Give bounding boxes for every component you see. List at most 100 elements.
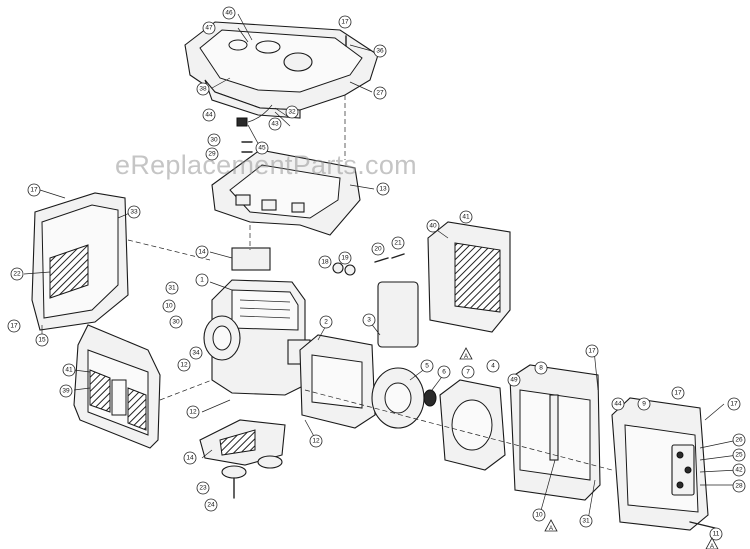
callout-41[interactable]: 41 xyxy=(62,363,76,377)
svg-text:12: 12 xyxy=(189,409,197,416)
reference-marker-a[interactable]: A xyxy=(459,347,473,360)
svg-text:27: 27 xyxy=(376,90,384,97)
callout-44[interactable]: 44 xyxy=(611,397,625,411)
callout-12[interactable]: 12 xyxy=(309,434,323,448)
control-frame xyxy=(509,364,601,501)
callout-31[interactable]: 31 xyxy=(579,514,593,528)
callout-45[interactable]: 45 xyxy=(255,141,269,155)
svg-text:40: 40 xyxy=(429,223,437,230)
callout-25[interactable]: 25 xyxy=(732,448,746,462)
callout-17[interactable]: 17 xyxy=(727,397,741,411)
callout-4[interactable]: 4 xyxy=(486,359,500,373)
callout-49[interactable]: 49 xyxy=(507,373,521,387)
callout-46[interactable]: 46 xyxy=(222,6,236,20)
callout-23[interactable]: 23 xyxy=(196,481,210,495)
svg-text:38: 38 xyxy=(199,86,207,93)
svg-text:14: 14 xyxy=(186,455,194,462)
callout-1[interactable]: 1 xyxy=(195,273,209,287)
fuel-tank-tray xyxy=(211,149,361,236)
callout-30[interactable]: 30 xyxy=(207,133,221,147)
svg-text:9: 9 xyxy=(642,401,646,408)
svg-text:A: A xyxy=(710,544,714,549)
callout-17[interactable]: 17 xyxy=(585,344,599,358)
callout-6[interactable]: 6 xyxy=(437,365,451,379)
callout-28[interactable]: 28 xyxy=(732,479,746,493)
svg-text:1: 1 xyxy=(200,277,204,284)
svg-text:49: 49 xyxy=(510,377,518,384)
callout-41[interactable]: 41 xyxy=(459,210,473,224)
svg-text:17: 17 xyxy=(30,187,38,194)
gasket-14 xyxy=(231,247,271,271)
svg-text:17: 17 xyxy=(588,348,596,355)
svg-text:17: 17 xyxy=(10,323,18,330)
svg-text:34: 34 xyxy=(192,350,200,357)
svg-text:46: 46 xyxy=(225,10,233,17)
callout-36[interactable]: 36 xyxy=(373,44,387,58)
svg-text:45: 45 xyxy=(258,145,266,152)
callout-3[interactable]: 3 xyxy=(362,313,376,327)
callout-29[interactable]: 29 xyxy=(205,147,219,161)
reference-marker-a[interactable]: A xyxy=(544,519,558,532)
svg-text:3: 3 xyxy=(367,317,371,324)
callout-12[interactable]: 12 xyxy=(177,358,191,372)
reference-marker-a[interactable]: A xyxy=(705,537,719,549)
callout-12[interactable]: 12 xyxy=(186,405,200,419)
svg-text:19: 19 xyxy=(341,255,349,262)
callout-15[interactable]: 15 xyxy=(35,333,49,347)
svg-text:14: 14 xyxy=(198,249,206,256)
callout-42[interactable]: 42 xyxy=(732,463,746,477)
svg-text:4: 4 xyxy=(491,363,495,370)
callout-31[interactable]: 31 xyxy=(165,281,179,295)
callout-11[interactable]: 11 xyxy=(709,527,723,541)
callout-32[interactable]: 32 xyxy=(285,105,299,119)
svg-text:44: 44 xyxy=(614,401,622,408)
svg-text:28: 28 xyxy=(735,483,743,490)
callout-26[interactable]: 26 xyxy=(732,433,746,447)
callout-17[interactable]: 17 xyxy=(338,15,352,29)
callout-7[interactable]: 7 xyxy=(461,365,475,379)
svg-text:41: 41 xyxy=(462,214,470,221)
callout-18[interactable]: 18 xyxy=(318,255,332,269)
callout-13[interactable]: 13 xyxy=(376,182,390,196)
callout-38[interactable]: 38 xyxy=(196,82,210,96)
callout-44[interactable]: 44 xyxy=(202,108,216,122)
callout-34[interactable]: 34 xyxy=(189,346,203,360)
callout-8[interactable]: 8 xyxy=(534,361,548,375)
callout-14[interactable]: 14 xyxy=(183,451,197,465)
callout-19[interactable]: 19 xyxy=(338,251,352,265)
callout-22[interactable]: 22 xyxy=(10,267,24,281)
callout-24[interactable]: 24 xyxy=(204,498,218,512)
svg-text:47: 47 xyxy=(205,25,213,32)
callout-17[interactable]: 17 xyxy=(7,319,21,333)
alignment-line xyxy=(304,389,613,471)
callout-17[interactable]: 17 xyxy=(27,183,41,197)
callout-10[interactable]: 10 xyxy=(162,299,176,313)
callout-20[interactable]: 20 xyxy=(371,242,385,256)
callout-27[interactable]: 27 xyxy=(373,86,387,100)
callout-43[interactable]: 43 xyxy=(268,117,282,131)
callout-14[interactable]: 14 xyxy=(195,245,209,259)
bolt-21 xyxy=(391,253,405,259)
callout-17[interactable]: 17 xyxy=(671,386,685,400)
alignment-line xyxy=(159,379,213,401)
callout-9[interactable]: 9 xyxy=(637,397,651,411)
svg-text:15: 15 xyxy=(38,337,46,344)
callout-5[interactable]: 5 xyxy=(420,359,434,373)
callout-30[interactable]: 30 xyxy=(169,315,183,329)
callout-21[interactable]: 21 xyxy=(391,236,405,250)
svg-text:30: 30 xyxy=(210,137,218,144)
callout-33[interactable]: 33 xyxy=(127,205,141,219)
callout-2[interactable]: 2 xyxy=(319,315,333,329)
svg-text:11: 11 xyxy=(713,531,720,538)
right-side-cover xyxy=(611,397,709,531)
callout-40[interactable]: 40 xyxy=(426,219,440,233)
svg-text:17: 17 xyxy=(730,401,738,408)
fan-assembly xyxy=(371,367,437,429)
callout-10[interactable]: 10 xyxy=(532,508,546,522)
svg-text:8: 8 xyxy=(539,365,543,372)
svg-text:21: 21 xyxy=(394,240,402,247)
callout-39[interactable]: 39 xyxy=(59,384,73,398)
callout-47[interactable]: 47 xyxy=(202,21,216,35)
